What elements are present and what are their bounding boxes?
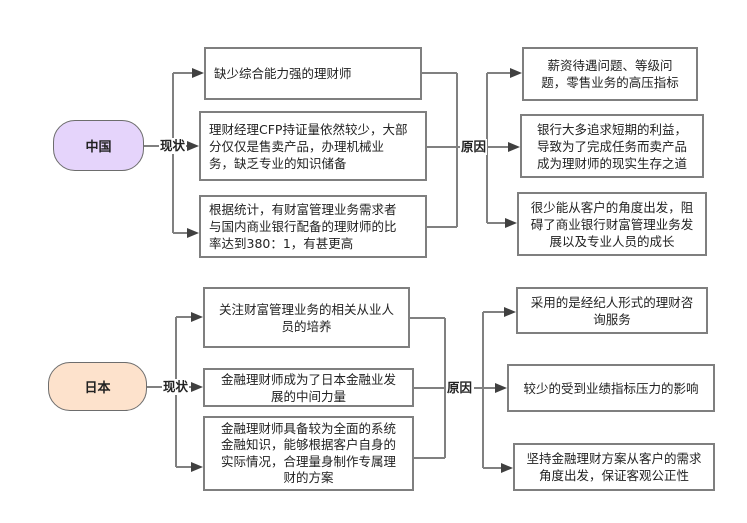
arrowhead-icon	[510, 68, 522, 78]
china-reason-label: 原因	[460, 139, 488, 155]
japan-reason-box-3[interactable]: 坚持金融理财方案从客户的需求 角度出发，保证客观公正性	[513, 443, 715, 491]
arrowhead-icon	[192, 68, 204, 78]
japan-node[interactable]: 日本	[48, 362, 147, 411]
china-status-label: 现状	[159, 138, 187, 154]
china-reason-box-3[interactable]: 很少能从客户的角度出发，阻 碍了商业银行财富管理业务发 展以及专业人员的成长	[517, 192, 707, 256]
arrowhead-icon	[501, 463, 513, 473]
japan-status-box-3[interactable]: 金融理财师具备较为全面的系统 金融知识，能够根据客户自身的 实际情况，合理量身制…	[203, 416, 414, 491]
arrowhead-icon	[495, 383, 507, 393]
japan-status-box-2[interactable]: 金融理财师成为了日本金融业发 展的中间力量	[203, 368, 414, 407]
japan-status-label: 现状	[162, 379, 190, 395]
china-status-box-3[interactable]: 根据统计，有财富管理业务需求者 与国内商业银行配备的理财师的比 率达到380：1…	[199, 195, 427, 258]
arrowhead-icon	[191, 382, 203, 392]
arrowhead-icon	[504, 307, 516, 317]
japan-reason-box-1[interactable]: 采用的是经纪人形式的理财咨 询服务	[516, 287, 708, 334]
china-node[interactable]: 中国	[53, 120, 144, 171]
china-status-box-2[interactable]: 理财经理CFP持证量依然较少，大部 分仅仅是售卖产品，办理机械业 务，缺乏专业的…	[199, 111, 427, 181]
arrowhead-icon	[187, 141, 199, 151]
china-reason-box-2[interactable]: 银行大多追求短期的利益， 导致为了完成任务而卖产品 成为理财师的现实生存之道	[520, 114, 704, 178]
japan-status-box-1[interactable]: 关注财富管理业务的相关从业人 员的培养	[203, 287, 410, 348]
arrowhead-icon	[191, 312, 203, 322]
arrowhead-icon	[505, 218, 517, 228]
arrowhead-icon	[191, 462, 203, 472]
arrowhead-icon	[508, 142, 520, 152]
china-reason-box-1[interactable]: 薪资待遇问题、等级问 题，零售业务的高压指标	[522, 47, 698, 101]
japan-reason-box-2[interactable]: 较少的受到业绩指标压力的影响	[507, 364, 715, 412]
arrowhead-icon	[187, 228, 199, 238]
japan-reason-label: 原因	[446, 380, 474, 396]
china-status-box-1[interactable]: 缺少综合能力强的理财师	[204, 47, 422, 100]
